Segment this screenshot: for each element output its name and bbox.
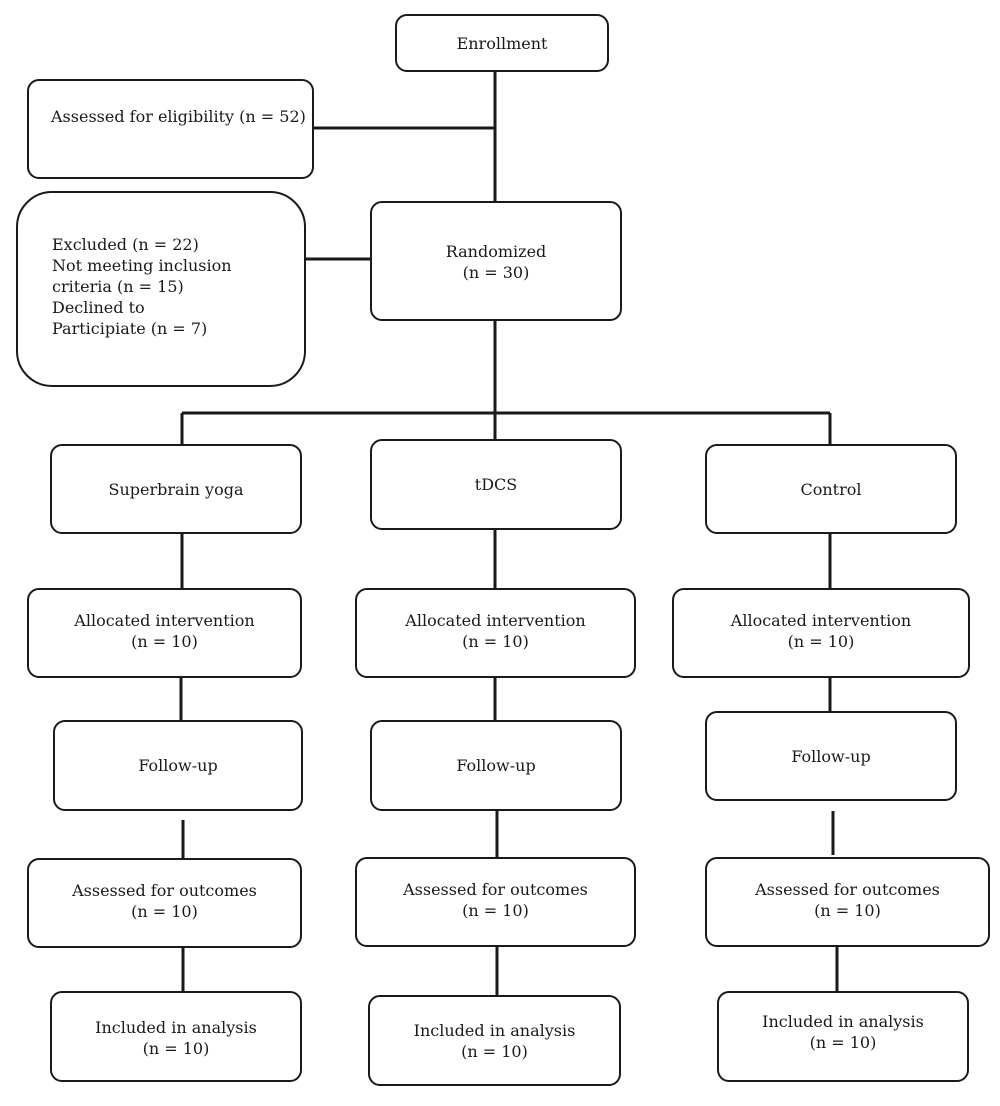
assessed-count: (n = 10) bbox=[814, 901, 881, 920]
excluded-line: Declined to bbox=[52, 298, 145, 317]
assessed-count: (n = 10) bbox=[462, 901, 529, 920]
followup-label: Follow-up bbox=[456, 756, 536, 775]
followup-label: Follow-up bbox=[791, 746, 871, 766]
group-box-tdcs: tDCS bbox=[370, 439, 622, 530]
allocated-count: (n = 10) bbox=[131, 632, 198, 651]
group-box-control: Control bbox=[705, 444, 957, 534]
assessed-box: Assessed for outcomes (n = 10) bbox=[355, 857, 636, 947]
analysis-label: Included in analysis bbox=[95, 1018, 257, 1037]
allocated-count: (n = 10) bbox=[462, 632, 529, 651]
analysis-count: (n = 10) bbox=[461, 1042, 528, 1061]
excluded-line: Excluded (n = 22) bbox=[52, 235, 199, 254]
randomized-box: Randomized (n = 30) bbox=[370, 201, 622, 321]
enrollment-box: Enrollment bbox=[395, 14, 609, 72]
analysis-count: (n = 10) bbox=[809, 1033, 877, 1052]
allocated-label: Allocated intervention bbox=[405, 611, 586, 630]
followup-box: Follow-up bbox=[370, 720, 622, 811]
allocated-box: Allocated intervention (n = 10) bbox=[355, 588, 636, 678]
assessed-count: (n = 10) bbox=[131, 902, 198, 921]
group-label: tDCS bbox=[474, 475, 518, 494]
eligibility-label: Assessed for eligibility (n = 52) bbox=[51, 107, 306, 126]
excluded-line: criteria (n = 15) bbox=[52, 277, 184, 296]
assessed-label: Assessed for outcomes bbox=[755, 880, 940, 899]
analysis-label: Included in analysis bbox=[762, 1012, 924, 1031]
followup-box: Follow-up bbox=[53, 720, 303, 811]
enrollment-label: Enrollment bbox=[456, 33, 548, 53]
followup-box: Follow-up bbox=[705, 711, 957, 801]
analysis-count: (n = 10) bbox=[142, 1039, 210, 1058]
assessed-box: Assessed for outcomes (n = 10) bbox=[27, 858, 302, 948]
allocated-label: Allocated intervention bbox=[74, 611, 255, 630]
allocated-box: Allocated intervention (n = 10) bbox=[672, 588, 970, 678]
analysis-label: Included in analysis bbox=[413, 1021, 576, 1040]
excluded-box: Excluded (n = 22) Not meeting inclusion … bbox=[16, 191, 306, 387]
analysis-box: Included in analysis (n = 10) bbox=[368, 995, 621, 1086]
allocated-box: Allocated intervention (n = 10) bbox=[27, 588, 302, 678]
followup-label: Follow-up bbox=[138, 756, 218, 775]
group-label: Superbrain yoga bbox=[108, 479, 244, 499]
assessed-box: Assessed for outcomes (n = 10) bbox=[705, 857, 990, 947]
randomized-count: (n = 30) bbox=[462, 263, 530, 282]
group-box-superbrain-yoga: Superbrain yoga bbox=[50, 444, 302, 534]
excluded-line: Participiate (n = 7) bbox=[52, 319, 208, 338]
analysis-box: Included in analysis (n = 10) bbox=[50, 991, 302, 1082]
allocated-count: (n = 10) bbox=[787, 632, 855, 651]
assessed-label: Assessed for outcomes bbox=[72, 881, 257, 900]
randomized-label: Randomized bbox=[445, 242, 547, 261]
eligibility-box: Assessed for eligibility (n = 52) bbox=[27, 79, 314, 179]
group-label: Control bbox=[800, 479, 862, 499]
excluded-line: Not meeting inclusion bbox=[52, 256, 232, 275]
assessed-label: Assessed for outcomes bbox=[403, 880, 588, 899]
analysis-box: Included in analysis (n = 10) bbox=[717, 991, 969, 1082]
allocated-label: Allocated intervention bbox=[730, 611, 912, 630]
